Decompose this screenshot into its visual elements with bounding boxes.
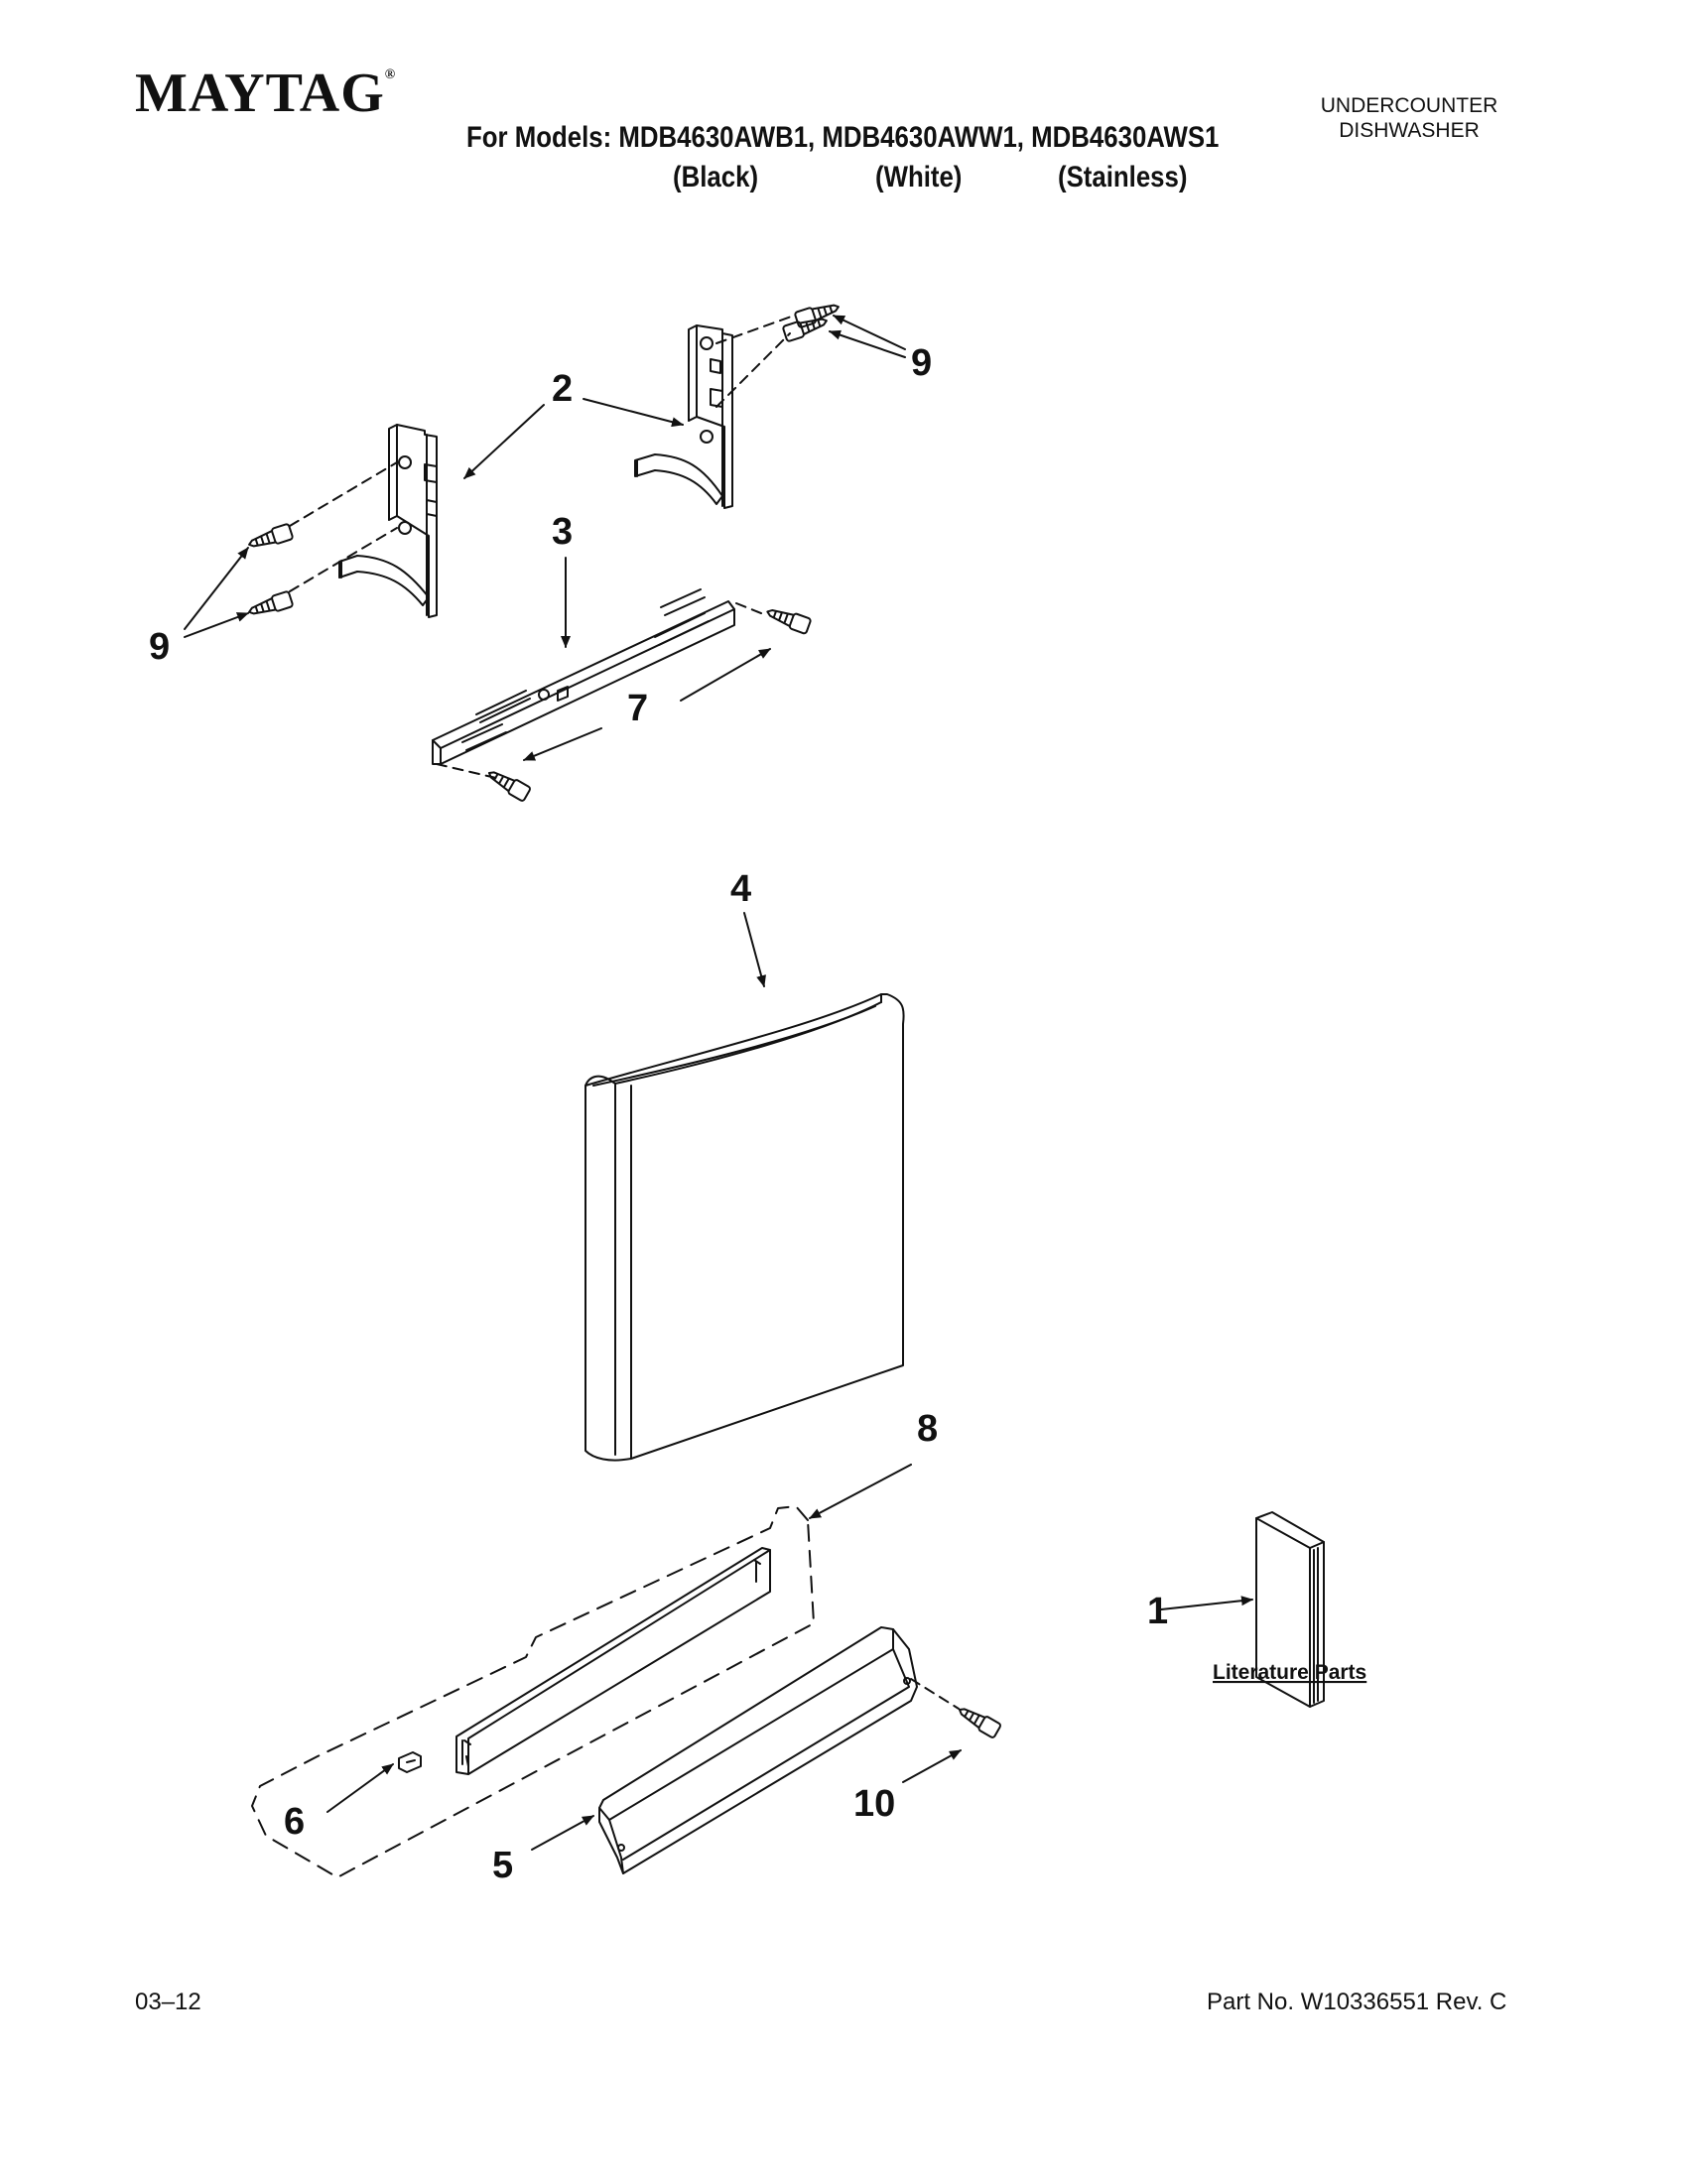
product-type: UNDERCOUNTER DISHWASHER xyxy=(1280,93,1538,143)
callout-6: 6 xyxy=(284,1801,305,1843)
brand-registered-mark: ® xyxy=(384,67,397,82)
screw-7-right xyxy=(766,609,812,635)
screw-10 xyxy=(958,1708,1001,1738)
callout-9-upper: 9 xyxy=(911,342,932,384)
brand-name: MAYTAG xyxy=(135,63,385,124)
door-brace xyxy=(432,588,735,765)
callout-9-lower: 9 xyxy=(149,626,170,668)
product-type-line-1: UNDERCOUNTER xyxy=(1320,94,1498,117)
screw-9-left-lower xyxy=(248,590,294,615)
brand-logo: MAYTAG® xyxy=(135,62,396,125)
models-line: For Models: MDB4630AWB1, MDB4630AWW1, MD… xyxy=(466,121,1220,154)
leader-arrows xyxy=(184,315,1253,1851)
callout-1: 1 xyxy=(1147,1591,1168,1632)
date-code: 03–12 xyxy=(135,1989,201,2015)
screw-9-top-right-second xyxy=(782,318,828,342)
kickplate-assembly-boundary xyxy=(251,1505,815,1878)
variant-white: (White) xyxy=(875,161,963,193)
clip xyxy=(398,1751,422,1773)
access-panel xyxy=(598,1626,918,1874)
screw-9-left-upper xyxy=(248,523,294,548)
callout-8: 8 xyxy=(917,1408,938,1450)
callout-7: 7 xyxy=(627,688,648,729)
toe-kick-strip xyxy=(455,1547,771,1775)
literature-parts-label: Literature Parts xyxy=(1213,1661,1366,1684)
callout-2: 2 xyxy=(552,368,573,410)
variant-stainless: (Stainless) xyxy=(1058,161,1188,193)
mounting-bracket-left xyxy=(338,424,438,618)
variant-black: (Black) xyxy=(673,161,759,193)
callout-10: 10 xyxy=(853,1783,895,1825)
screw-7-left xyxy=(487,771,531,802)
product-type-line-2: DISHWASHER xyxy=(1339,119,1480,142)
mounting-bracket-right xyxy=(634,324,733,509)
literature-booklet xyxy=(1255,1511,1325,1708)
callout-4: 4 xyxy=(730,868,751,910)
callout-3: 3 xyxy=(552,511,573,553)
part-number: Part No. W10336551 Rev. C xyxy=(1207,1989,1507,2015)
door-panel xyxy=(584,993,905,1462)
alignment-lines xyxy=(289,315,960,1710)
callout-5: 5 xyxy=(492,1845,513,1886)
